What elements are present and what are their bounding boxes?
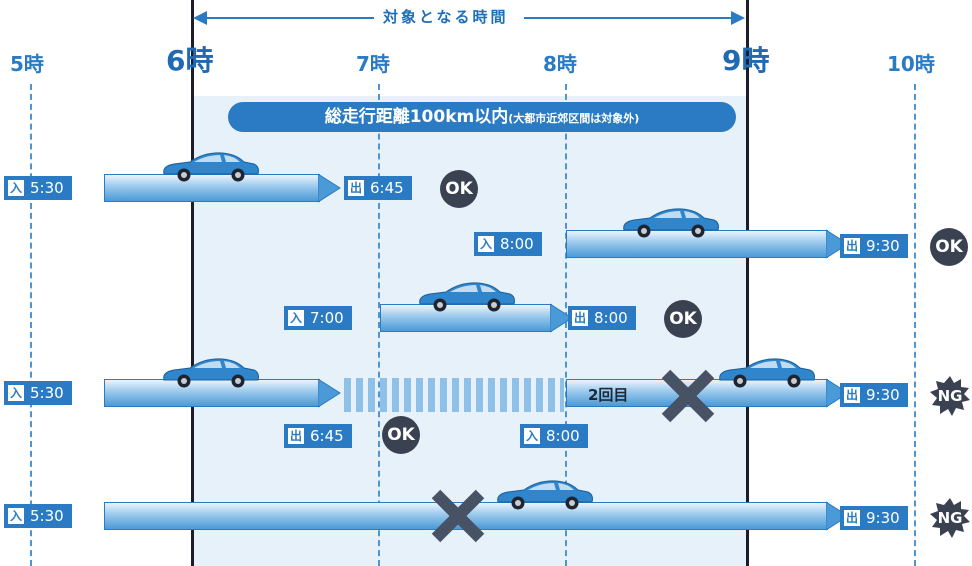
car-icon: [497, 480, 593, 510]
hour-label-6: 6時: [166, 44, 214, 77]
span-arrow-right-line: [524, 17, 738, 19]
hour-label-8: 8時: [543, 52, 577, 76]
off-highway-gap: [344, 378, 564, 412]
cross-mark-icon: [430, 488, 486, 544]
car-icon: [163, 152, 259, 182]
entry-time: 5:30: [30, 384, 64, 402]
ok-badge: OK: [382, 416, 420, 454]
entry-time: 7:00: [310, 309, 344, 327]
hour-label-10: 10時: [887, 52, 935, 76]
exit-icon: 出: [844, 238, 860, 254]
exit-tag-row5: 出 9:30: [840, 506, 908, 530]
banner-note: (大都市近郊区間は対象外): [508, 112, 640, 125]
second-trip-label: 2回目: [588, 386, 629, 404]
cross-mark-icon: [660, 368, 716, 424]
exit-icon: 出: [844, 510, 860, 526]
arrow-left-icon: [193, 11, 207, 25]
target-time-label: 対象となる時間: [377, 6, 515, 28]
arrow-right-icon: [731, 11, 745, 25]
entry-icon: 入: [8, 508, 24, 524]
exit-time: 6:45: [310, 427, 344, 445]
exit-icon: 出: [288, 428, 304, 444]
entry-time: 8:00: [500, 235, 534, 253]
gridline-7: [378, 84, 380, 566]
exit-tag-row4: 出 9:30: [840, 383, 908, 407]
entry-tag-row4-reentry: 入 8:00: [520, 424, 588, 448]
entry-icon: 入: [8, 385, 24, 401]
car-icon: [163, 358, 259, 388]
ok-badge: OK: [440, 170, 478, 208]
bar-arrowhead: [550, 303, 573, 333]
hour-label-9: 9時: [722, 44, 770, 77]
gridline-5: [30, 84, 32, 566]
gridline-10: [914, 84, 916, 566]
entry-tag-row1: 入 5:30: [4, 176, 72, 200]
exit-tag-row1: 出 6:45: [344, 176, 412, 200]
car-icon: [719, 358, 815, 388]
ng-text: NG: [937, 509, 963, 527]
ok-badge: OK: [664, 300, 702, 338]
entry-icon: 入: [524, 428, 540, 444]
entry-time: 5:30: [30, 179, 64, 197]
entry-time: 5:30: [30, 507, 64, 525]
banner-main-text: 総走行距離100km以内: [324, 107, 509, 127]
bar-arrowhead: [318, 378, 341, 408]
entry-tag-row5: 入 5:30: [4, 504, 72, 528]
travel-bar-row1: [104, 174, 320, 202]
entry-tag-row2: 入 8:00: [474, 232, 542, 256]
car-icon: [623, 208, 719, 238]
bar-arrowhead: [826, 229, 849, 259]
exit-time: 9:30: [866, 509, 900, 527]
exit-icon: 出: [572, 310, 588, 326]
boundary-9: [746, 0, 749, 566]
exit-tag-row4-mid: 出 6:45: [284, 424, 352, 448]
exit-icon: 出: [348, 180, 364, 196]
ok-badge: OK: [930, 228, 968, 266]
car-icon: [419, 282, 515, 312]
bar-arrowhead: [318, 173, 341, 203]
ng-text: NG: [937, 387, 963, 405]
entry-icon: 入: [288, 310, 304, 326]
ng-badge: NG: [930, 498, 970, 538]
entry-icon: 入: [478, 236, 494, 252]
entry-tag-row3: 入 7:00: [284, 306, 352, 330]
distance-condition-banner: 総走行距離100km以内(大都市近郊区間は対象外): [228, 102, 736, 132]
gridline-8: [565, 84, 567, 566]
exit-time: 6:45: [370, 179, 404, 197]
entry-tag-row4: 入 5:30: [4, 381, 72, 405]
ng-badge: NG: [930, 376, 970, 416]
span-arrow-left-line: [196, 17, 374, 19]
hour-label-5: 5時: [10, 52, 44, 76]
boundary-6: [191, 0, 194, 566]
exit-tag-row3: 出 8:00: [568, 306, 636, 330]
exit-icon: 出: [844, 387, 860, 403]
entry-icon: 入: [8, 180, 24, 196]
exit-time: 9:30: [866, 386, 900, 404]
hour-label-7: 7時: [356, 52, 390, 76]
bar-arrowhead: [826, 378, 849, 408]
exit-tag-row2: 出 9:30: [840, 234, 908, 258]
exit-time: 8:00: [594, 309, 628, 327]
exit-time: 9:30: [866, 237, 900, 255]
bar-arrowhead: [826, 501, 849, 531]
entry-time: 8:00: [546, 427, 580, 445]
